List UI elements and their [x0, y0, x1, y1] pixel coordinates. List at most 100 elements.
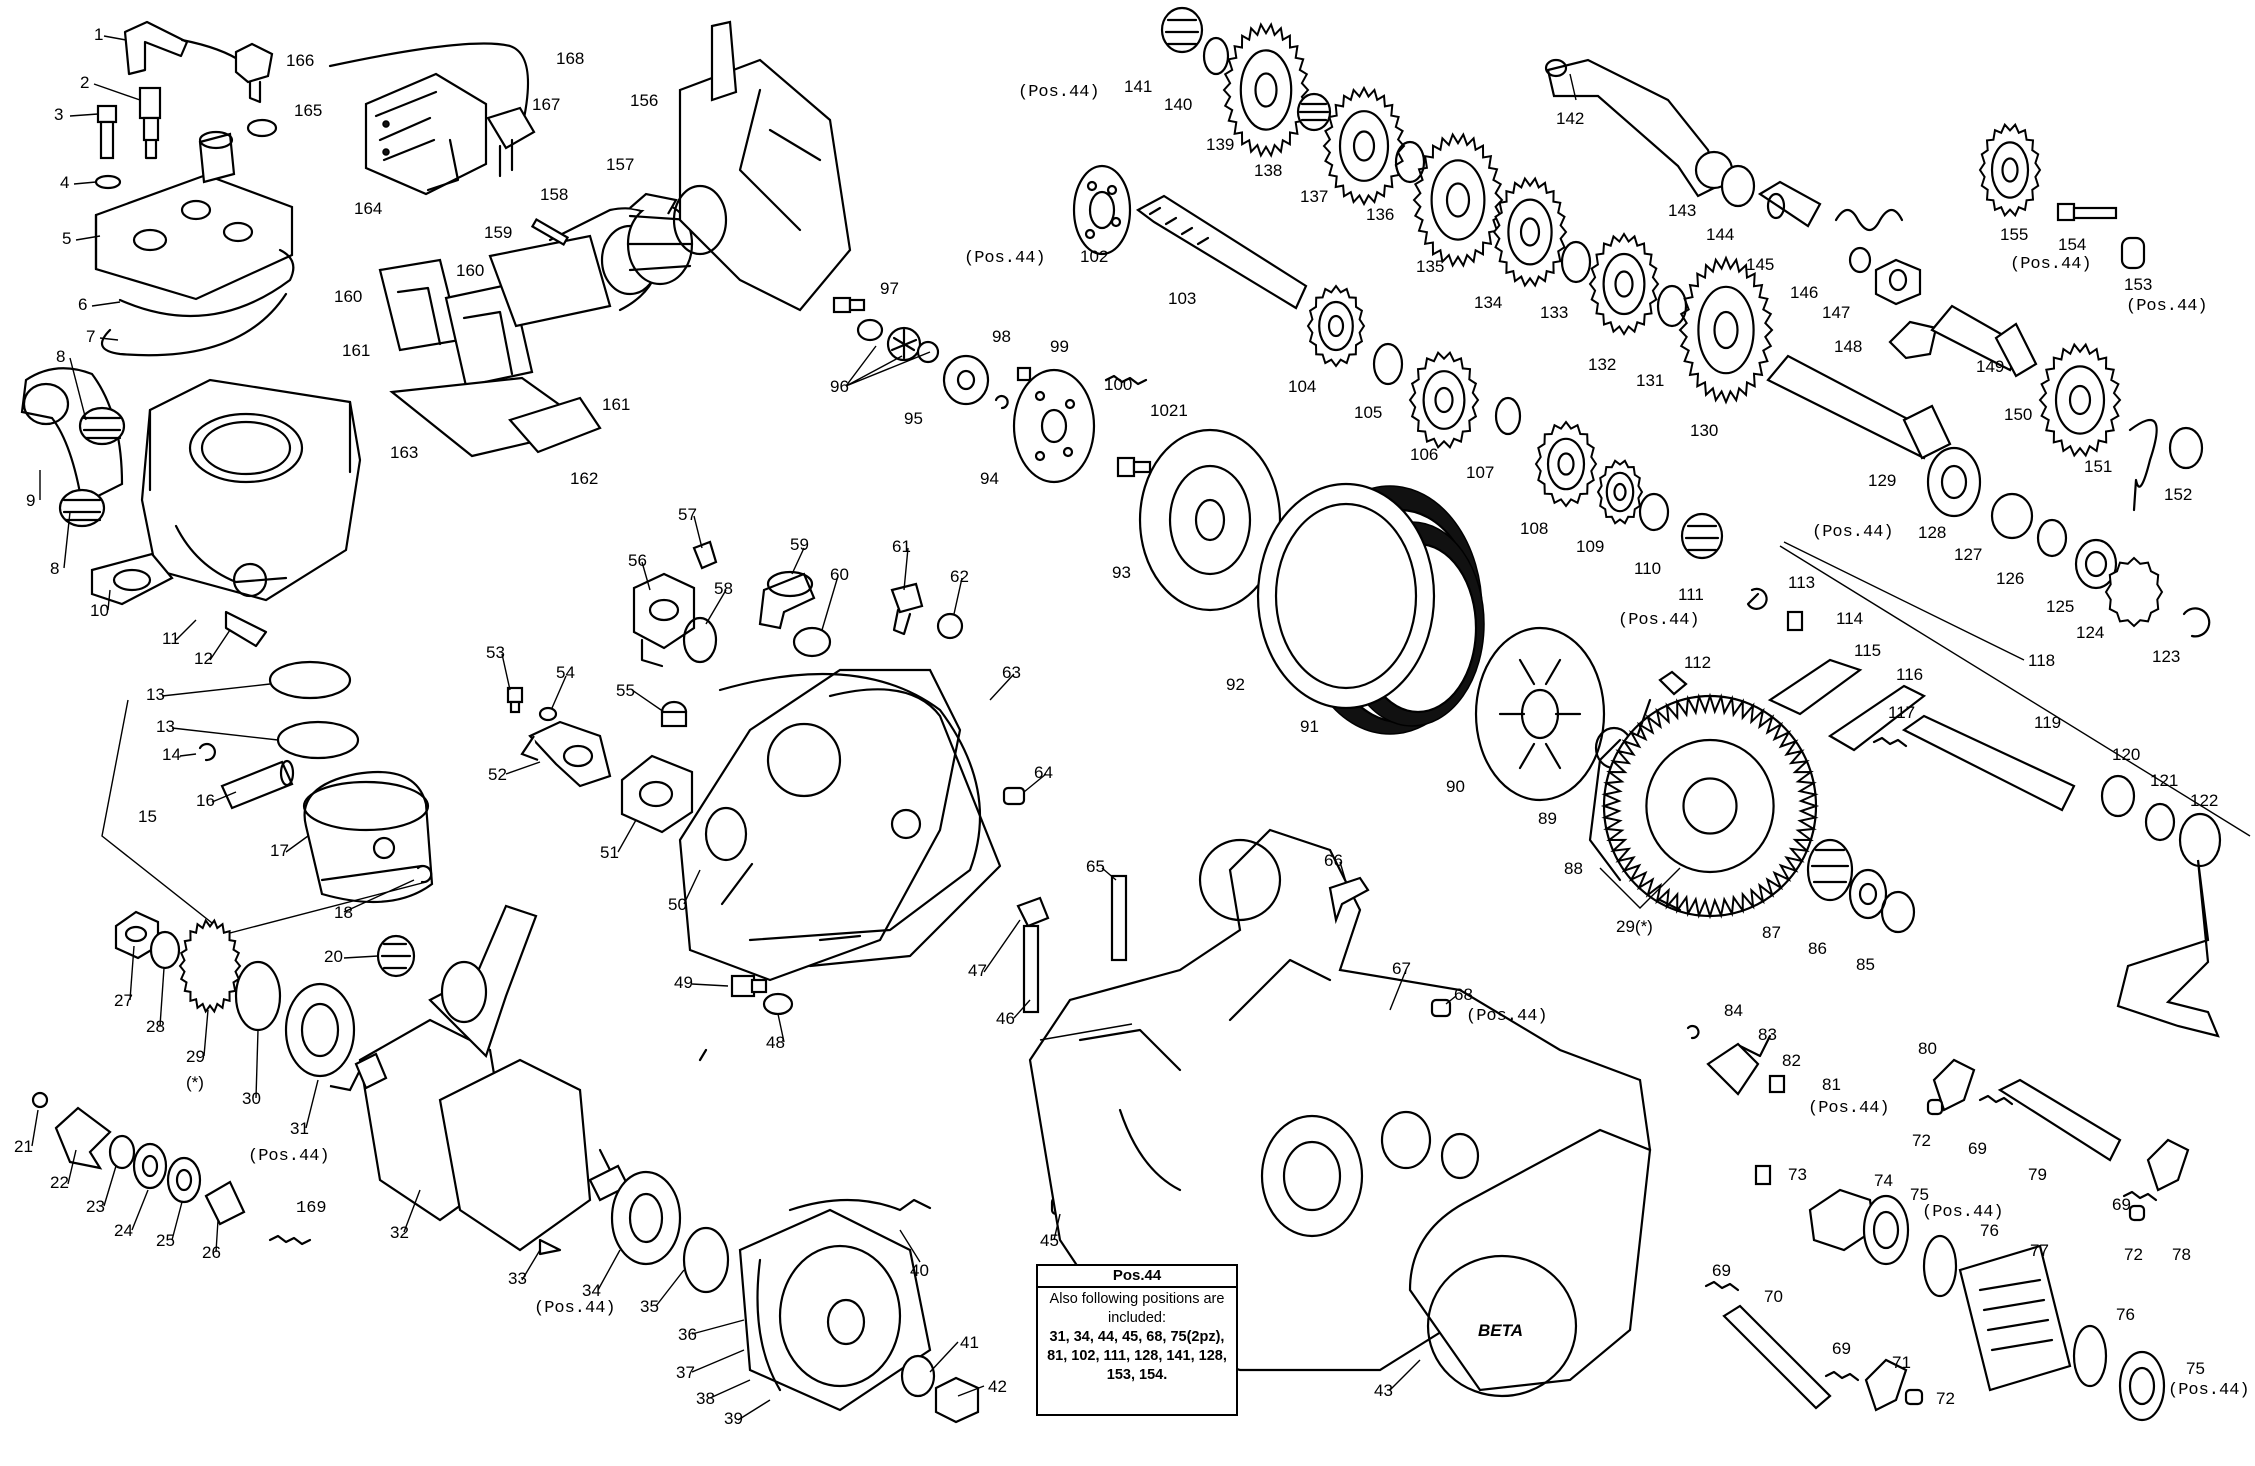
label-118: 118 [2028, 651, 2055, 670]
primary-gear [178, 918, 242, 1014]
leader-line [171, 727, 279, 741]
leader-line [63, 511, 71, 569]
label-84: 84 [1724, 1001, 1743, 1020]
label-57: 57 [678, 505, 697, 524]
label-29-star: (*) [186, 1073, 204, 1092]
spring-145 [1834, 208, 1904, 232]
clutch-cover [678, 668, 1002, 982]
leader-line [75, 235, 101, 241]
o-ring-60 [792, 626, 832, 658]
pos-ref-111: (Pos.44) [1618, 611, 1700, 630]
pressure-plate-94 [1012, 368, 1096, 484]
washer-121 [2144, 802, 2176, 842]
pin-72c [1904, 1388, 1924, 1406]
label-121: 121 [2150, 771, 2178, 790]
label-92: 92 [1226, 675, 1245, 694]
pin-72a [1926, 1098, 1944, 1116]
leader-line [617, 819, 637, 853]
label-142: 142 [1556, 109, 1584, 128]
label-149: 149 [1976, 357, 2004, 376]
leader-line [209, 629, 231, 661]
bushing-86 [1848, 868, 1888, 920]
label-82: 82 [1782, 1051, 1801, 1070]
piston-ring-2 [276, 720, 360, 760]
label-22: 22 [50, 1173, 69, 1192]
label-157: 157 [606, 155, 634, 174]
washer-95 [942, 354, 990, 406]
label-76a: 76 [1980, 1221, 1999, 1240]
washer-76b [2072, 1324, 2108, 1388]
gear-155 [1978, 122, 2042, 218]
washer-54 [538, 706, 558, 722]
label-81: 81 [1822, 1075, 1841, 1094]
leader-line [107, 589, 111, 611]
label-28: 28 [146, 1017, 165, 1036]
label-56: 56 [628, 551, 647, 570]
label-106: 106 [1410, 445, 1438, 464]
label-6: 6 [78, 295, 87, 314]
bearing-111 [1680, 512, 1724, 560]
label-140: 140 [1164, 95, 1192, 114]
washer-48 [762, 992, 794, 1016]
label-43: 43 [1374, 1381, 1393, 1400]
leader-line [989, 673, 1015, 701]
bushing-153 [2120, 236, 2146, 270]
bearing-96 [856, 318, 940, 364]
label-1: 1 [94, 25, 103, 44]
pump-impeller [54, 1106, 112, 1170]
label-2: 2 [80, 73, 89, 92]
label-145: 145 [1746, 255, 1774, 274]
label-160a: 160 [334, 287, 362, 306]
pin-112 [1658, 670, 1688, 696]
crank-washer [149, 930, 181, 970]
pump-cover-51 [620, 754, 694, 834]
shift-lever-122 [2116, 812, 2222, 1038]
cylinder [140, 378, 362, 602]
cover-gasket-63 [718, 672, 982, 942]
label-74: 74 [1874, 1171, 1893, 1190]
lever-116 [1827, 684, 1927, 752]
label-87: 87 [1762, 923, 1781, 942]
piston [302, 770, 434, 904]
leader-line [957, 1385, 985, 1397]
leader-line [899, 1229, 921, 1263]
cover-logo: BETA [1478, 1321, 1523, 1340]
leader-line [171, 1201, 183, 1241]
label-116: 116 [1896, 665, 1923, 684]
label-40: 40 [910, 1261, 929, 1280]
label-54: 54 [556, 663, 575, 682]
bearing-141 [1160, 6, 1204, 54]
label-79: 79 [2028, 1165, 2047, 1184]
label-47: 47 [968, 961, 987, 980]
label-66: 66 [1324, 851, 1343, 870]
leader-line [1023, 773, 1047, 793]
leader-line [129, 945, 135, 1001]
gear-134 [1492, 176, 1568, 288]
leader-line [501, 653, 511, 691]
piston-ring-1 [268, 660, 352, 700]
bearing-138 [1296, 92, 1332, 132]
pos-ref-81: (Pos.44) [1808, 1099, 1890, 1118]
label-83: 83 [1758, 1025, 1777, 1044]
label-132: 132 [1588, 355, 1616, 374]
bearing-24 [132, 1142, 168, 1190]
pos-ref-128: (Pos.44) [1812, 523, 1894, 542]
bracket-148 [1888, 320, 1938, 360]
washer-23 [108, 1134, 136, 1170]
label-146: 146 [1790, 283, 1818, 302]
pos-ref-31: (Pos.44) [248, 1147, 330, 1166]
spring-100 [1104, 374, 1148, 386]
label-109: 109 [1576, 537, 1604, 556]
label-152: 152 [2164, 485, 2192, 504]
label-115: 115 [1854, 641, 1881, 660]
label-122: 122 [2190, 791, 2218, 810]
screw-73 [1754, 1164, 1772, 1186]
shift-fork-71 [1864, 1358, 1908, 1412]
label-69c: 69 [1712, 1261, 1731, 1280]
label-7: 7 [86, 327, 95, 346]
leader-line [705, 589, 727, 625]
label-114: 114 [1836, 609, 1863, 628]
label-144: 144 [1706, 225, 1734, 244]
leader-line [343, 879, 415, 913]
label-108: 108 [1520, 519, 1548, 538]
